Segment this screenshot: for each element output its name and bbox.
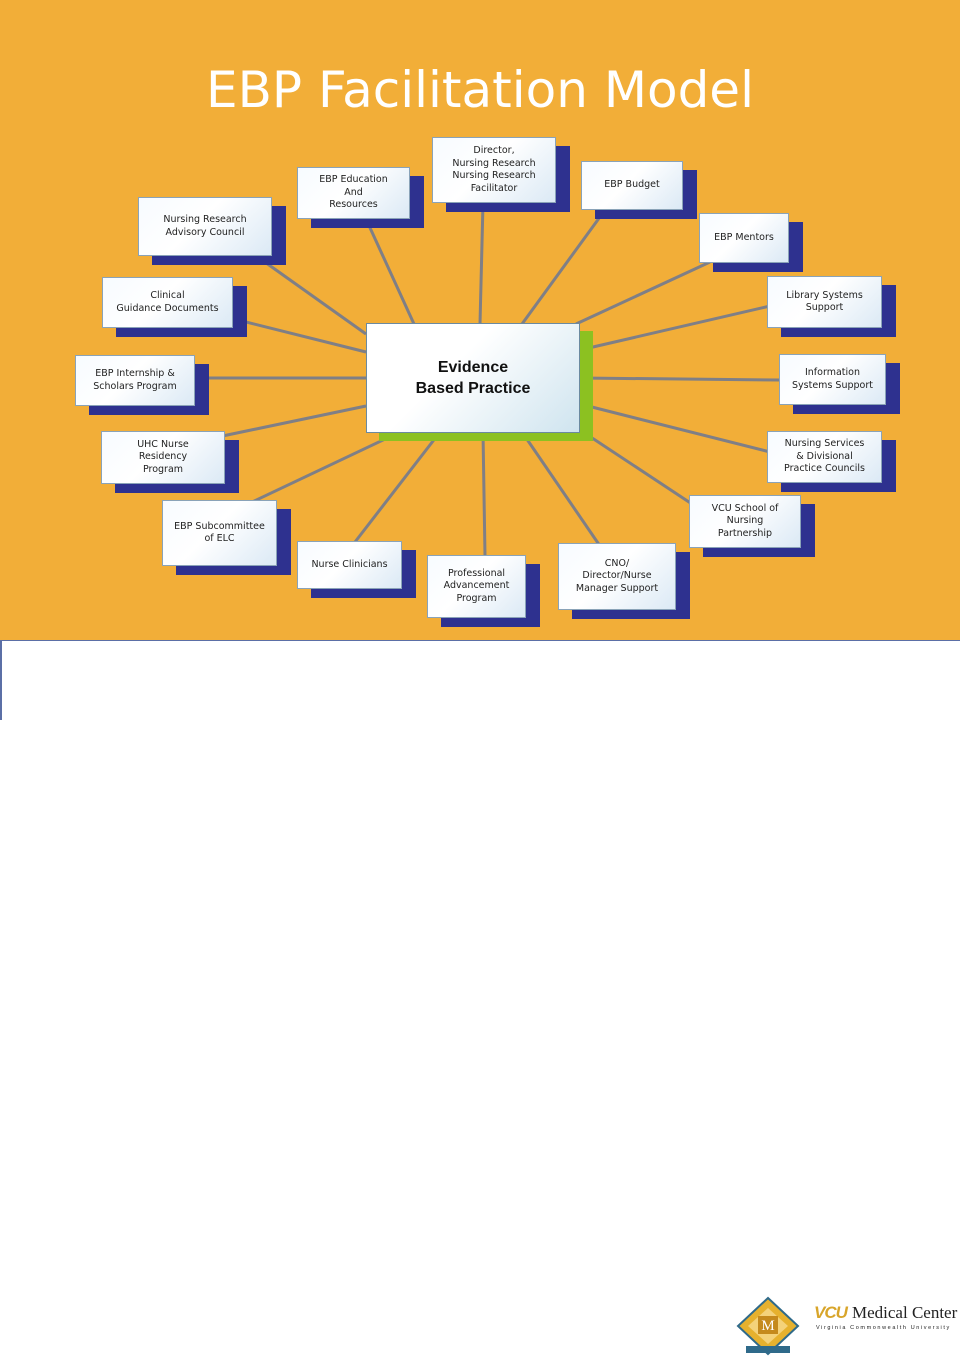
spoke-line-6 <box>579 428 696 508</box>
spoke-line-10 <box>249 430 401 505</box>
spoke-line-15 <box>364 218 416 325</box>
spoke-line-1 <box>520 209 607 325</box>
vcu-logo-name: Medical Center <box>852 1303 958 1322</box>
spoke-line-7 <box>520 431 602 547</box>
node-ebp-subcommittee: EBP Subcommittee of ELC <box>162 500 291 575</box>
spoke-line-13 <box>229 316 367 354</box>
node-ebp-internship: EBP Internship & Scholars Program <box>75 355 209 415</box>
spoke-line-9 <box>353 431 442 543</box>
node-label: Professional Advancement Program <box>427 555 526 618</box>
center-node-label: Evidence Based Practice <box>366 323 580 433</box>
node-label: VCU School of Nursing Partnership <box>689 495 801 548</box>
node-label: Information Systems Support <box>779 354 886 405</box>
footer-bar: M VCU Medical Center Virginia Commonweal… <box>0 640 960 1356</box>
node-cno-director-support: CNO/ Director/Nurse Manager Support <box>558 543 690 619</box>
node-label: EBP Education And Resources <box>297 167 410 219</box>
node-nursing-research-advisory-council: Nursing Research Advisory Council <box>138 197 286 265</box>
spoke-line-8 <box>481 431 487 557</box>
node-clinical-guidance-documents: Clinical Guidance Documents <box>102 277 247 337</box>
node-uhc-nurse-residency: UHC Nurse Residency Program <box>101 431 239 493</box>
node-label: EBP Budget <box>581 161 683 210</box>
node-director-nursing-research: Director, Nursing Research Nursing Resea… <box>432 137 570 212</box>
magnet-logo-letter: M <box>761 1318 774 1334</box>
node-label: UHC Nurse Residency Program <box>101 431 225 484</box>
node-label: Clinical Guidance Documents <box>102 277 233 328</box>
slide-title: EBP Facilitation Model <box>206 61 754 119</box>
node-nurse-clinicians: Nurse Clinicians <box>297 541 416 598</box>
node-label: CNO/ Director/Nurse Manager Support <box>558 543 676 610</box>
spoke-line-3 <box>579 304 771 352</box>
node-label: Nursing Services & Divisional Practice C… <box>767 431 882 483</box>
node-library-systems-support: Library Systems Support <box>767 276 896 337</box>
node-ebp-education-resources: EBP Education And Resources <box>297 167 424 228</box>
node-label: Nursing Research Advisory Council <box>138 197 272 256</box>
node-ebp-mentors: EBP Mentors <box>699 213 803 272</box>
node-label: EBP Subcommittee of ELC <box>162 500 277 566</box>
node-vcu-school-of-nursing: VCU School of Nursing Partnership <box>689 495 815 557</box>
spoke-line-14 <box>261 258 367 336</box>
spoke-line-11 <box>212 404 367 440</box>
spoke-lines <box>195 202 780 557</box>
spoke-line-0 <box>478 202 485 325</box>
vcu-logo-subtitle: Virginia Commonwealth University <box>816 1325 951 1331</box>
center-node-evidence-based-practice: Evidence Based Practice <box>366 323 593 441</box>
vcu-logo-mark: VCU <box>814 1303 848 1322</box>
node-label: EBP Mentors <box>699 213 789 263</box>
slide-canvas: EBP Facilitation Model Evidence Based Pr… <box>0 0 960 640</box>
vcu-medical-center-logo: VCU Medical Center Virginia Commonwealth… <box>814 1303 958 1343</box>
node-ebp-budget: EBP Budget <box>581 161 697 219</box>
node-label: Library Systems Support <box>767 276 882 328</box>
node-professional-advancement: Professional Advancement Program <box>427 555 540 627</box>
magnet-logo: M <box>736 1296 800 1356</box>
node-label: EBP Internship & Scholars Program <box>75 355 195 406</box>
node-nursing-services-councils: Nursing Services & Divisional Practice C… <box>767 431 896 492</box>
spoke-line-4 <box>579 376 780 382</box>
node-label: Director, Nursing Research Nursing Resea… <box>432 137 556 203</box>
node-label: Nurse Clinicians <box>297 541 402 589</box>
spoke-line-2 <box>575 260 711 326</box>
node-information-systems-support: Information Systems Support <box>779 354 900 414</box>
spoke-line-5 <box>579 402 771 454</box>
